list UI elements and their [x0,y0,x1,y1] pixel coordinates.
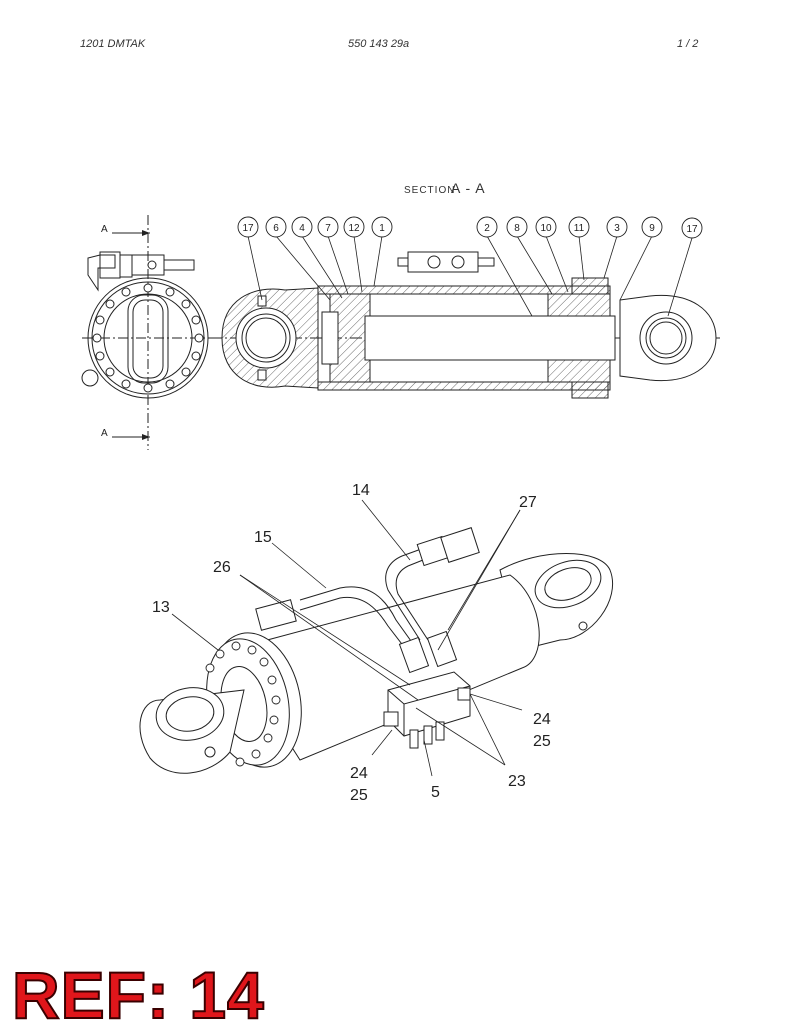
iso-cylinder [139,553,613,774]
bubble-label: 11 [574,223,585,234]
bubble-label: 2 [484,223,490,234]
callout-label: 25 [533,733,551,750]
bubble-label: 7 [325,223,331,234]
section-title-big: A - A [451,180,486,196]
iso-flange-bolts [205,641,281,767]
header-drawing-id: 1201 DMTAK [80,38,146,50]
section-bubble-labels: 17 6 4 7 12 1 2 8 10 11 3 9 17 [242,223,698,235]
section-view [210,251,720,399]
header-part-number: 550 143 29a [348,38,410,50]
callout-label: 13 [152,599,170,616]
bubble-label: 4 [299,223,305,234]
callout-label: 15 [254,529,272,546]
section-leaders [247,235,693,317]
callout-label: 23 [508,773,526,790]
section-title-small: SECTION [404,185,455,196]
bubble-label: 3 [614,223,620,234]
end-view [81,215,215,450]
bubble-label: 17 [242,223,254,234]
cut-marker-bottom: A [101,428,150,440]
callout-label: 5 [431,784,440,801]
cut-label-bottom: A [101,428,108,439]
callout-label: 25 [350,787,368,804]
callout-label: 24 [533,711,551,728]
bubble-label: 9 [649,223,655,234]
cut-marker-top: A [101,224,150,236]
callout-label: 14 [352,482,370,499]
bubble-label: 17 [686,224,698,235]
bubble-label: 8 [514,223,520,234]
section-bubbles [237,216,703,239]
iso-callout-labels: 14 27 15 26 13 24 25 23 5 24 25 [152,482,551,804]
end-view-bolts [92,283,204,393]
bubble-label: 12 [348,223,360,234]
reference-label: REF: 14 [11,958,265,1032]
iso-leaders [171,499,523,777]
callout-label: 24 [350,765,368,782]
callout-label: 27 [519,494,537,511]
header-page-number: 1 / 2 [677,38,699,50]
callout-label: 26 [213,559,231,576]
cut-label-top: A [101,224,108,235]
bubble-label: 1 [379,223,385,234]
bubble-label: 6 [273,223,279,234]
bubble-label: 10 [540,223,552,234]
